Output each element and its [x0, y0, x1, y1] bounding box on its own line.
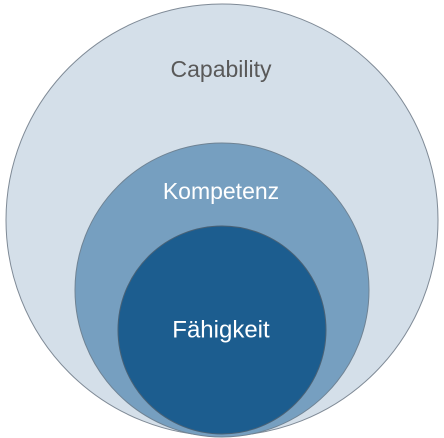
inner-circle-group: Fähigkeit: [117, 225, 327, 435]
middle-circle-label: Kompetenz: [163, 178, 279, 204]
inner-circle-label: Fähigkeit: [172, 316, 270, 343]
outer-circle-label: Capability: [171, 56, 272, 82]
inner-circle: [117, 225, 327, 435]
